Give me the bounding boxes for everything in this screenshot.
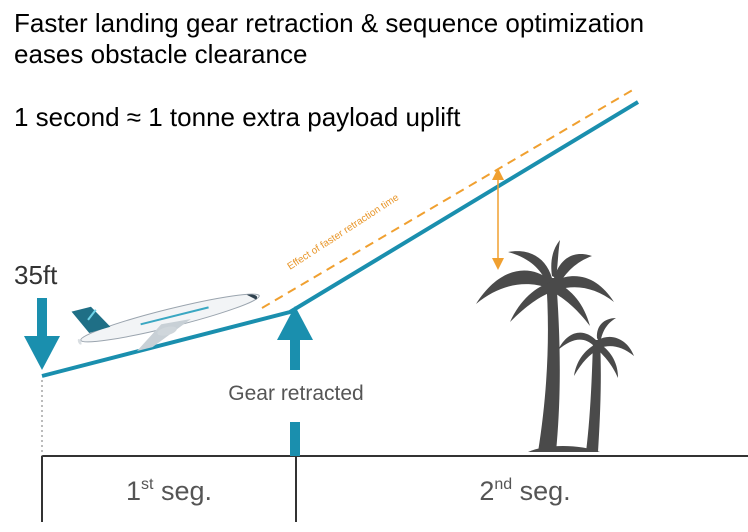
height-label: 35ft <box>14 260 58 290</box>
up-arrow-icon <box>277 306 313 456</box>
segment-2-label: 2nd seg. <box>479 476 570 506</box>
segment-table: 1st seg. 2nd seg. <box>41 455 748 522</box>
palm-tree-icon <box>476 240 634 452</box>
headline: Faster landing gear retraction & sequenc… <box>14 8 644 70</box>
flight-path <box>41 100 640 378</box>
down-arrow-icon <box>24 298 60 370</box>
segment-1-label: 1st seg. <box>126 476 212 506</box>
headline-line-2: eases obstacle clearance <box>14 39 308 69</box>
gear-retracted-label: Gear retracted <box>228 382 363 405</box>
aircraft-icon <box>71 293 260 351</box>
payload-statement: 1 second ≈ 1 tonne extra payload uplift <box>14 102 461 132</box>
improved-flight-path <box>261 87 637 309</box>
headline-line-1: Faster landing gear retraction & sequenc… <box>14 8 645 38</box>
